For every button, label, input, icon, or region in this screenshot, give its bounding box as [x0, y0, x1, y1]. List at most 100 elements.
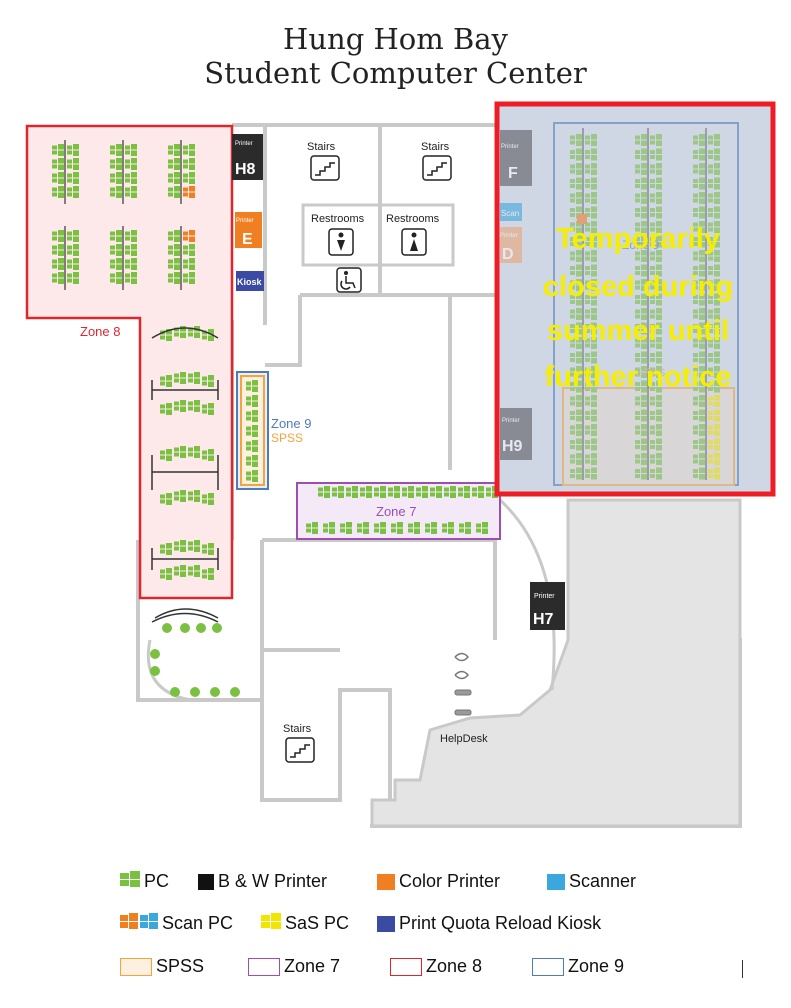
pc-icon [168, 244, 180, 256]
pc-icon [635, 366, 647, 378]
legend-sas-pc-label: SaS PC [285, 913, 350, 933]
pc-icon [183, 230, 195, 242]
pc-icon [388, 486, 400, 498]
pc-icon [125, 172, 137, 184]
zone-9-pc-cluster [570, 128, 720, 480]
pc-icon [635, 380, 647, 393]
pc-icon [202, 568, 214, 580]
pc-icon [708, 148, 720, 161]
pc-icon [202, 329, 214, 341]
pc-icon [168, 144, 180, 156]
pc-icon [635, 206, 647, 219]
pc-icon [585, 366, 597, 378]
pc-icon [635, 148, 647, 161]
pc-icon [650, 438, 662, 451]
legend-color-printer-label: Color Printer [399, 871, 501, 891]
pc-icon [306, 522, 318, 534]
pc-icon [570, 163, 582, 175]
pc-icon [391, 522, 403, 534]
printer-h7-code: H7 [533, 611, 554, 628]
pc-icon [120, 871, 140, 892]
printer-h7-caption: Printer [534, 593, 555, 600]
stairs-1-label: Stairs [307, 141, 336, 153]
pc-icon [708, 395, 720, 407]
printer-e-caption: Printer [236, 218, 254, 224]
pc-icon [459, 522, 471, 534]
pc-icon [635, 221, 647, 233]
pc-icon [693, 308, 705, 320]
pc-icon [174, 372, 186, 384]
pc-icon [183, 144, 195, 156]
pc-icon [110, 186, 122, 198]
apple-area-wall [146, 639, 262, 702]
pc-icon [708, 438, 720, 451]
pc-icon [318, 486, 330, 498]
pc-icon [188, 490, 200, 502]
apple-pc-icon [230, 687, 240, 697]
pc-icon [708, 409, 720, 422]
legend-kiosk-label: Print Quota Reload Kiosk [399, 913, 602, 933]
restrooms-1-label: Restrooms [311, 213, 365, 225]
pc-icon [444, 486, 456, 498]
legend-pc: PC [120, 871, 169, 892]
printer-h8 [232, 134, 263, 180]
pc-icon [188, 446, 200, 458]
legend-scan-pc-label: Scan PC [162, 913, 234, 933]
pc-icon [708, 235, 720, 248]
printer-f-code: F [508, 165, 518, 182]
pc-icon [570, 148, 582, 161]
sas-pc-icon [261, 913, 281, 934]
legend-bw-printer: B & W Printer [198, 871, 327, 892]
pc-icon [585, 279, 597, 291]
pc-icon [570, 380, 582, 393]
legend-scanner-label: Scanner [569, 871, 637, 891]
pc-icon [160, 449, 172, 461]
pc-icon [693, 235, 705, 248]
pc-icon [650, 279, 662, 291]
zone-7-swatch [248, 957, 280, 976]
pc-icon [708, 322, 720, 335]
pc-icon [693, 453, 705, 465]
pc-icon [708, 264, 720, 277]
pc-icon [635, 192, 647, 204]
bw-printer-swatch [198, 873, 214, 890]
pc-icon [110, 258, 122, 270]
pc-icon [708, 380, 720, 393]
pc-icon [585, 250, 597, 262]
closed-notice-line-3: summer until [547, 315, 729, 347]
pc-icon [202, 449, 214, 461]
pc-icon [693, 380, 705, 393]
zone-9-closed-label: Zone 9 [622, 238, 660, 252]
pc-icon [635, 322, 647, 335]
pc-icon [585, 467, 597, 480]
pc-icon [635, 279, 647, 291]
legend-pc-label: PC [144, 871, 170, 891]
color-printer-swatch [377, 873, 395, 890]
pc-icon [110, 172, 122, 184]
pc-icon [570, 438, 582, 451]
pc-icon [635, 250, 647, 262]
pc-icon [52, 172, 64, 184]
printer-e [235, 212, 262, 248]
pc-icon [110, 230, 122, 242]
pc-icon [585, 395, 597, 407]
pc-icon [650, 409, 662, 422]
zone-8-curved-tables [151, 327, 219, 623]
zone-8-area [25, 124, 234, 600]
divider-line [742, 960, 743, 978]
pc-icon [67, 158, 79, 170]
pc-icon [402, 486, 414, 498]
pc-icon [188, 540, 200, 552]
legend-spss-label: SPSS [156, 956, 205, 976]
pc-icon [570, 192, 582, 204]
pc-icon [708, 424, 720, 436]
pc-icon [570, 424, 582, 436]
map-title: Hung Hom Bay Student Computer Center [0, 22, 791, 90]
pc-icon [650, 424, 662, 436]
pc-icon [174, 565, 186, 577]
apple-pc-cluster [150, 623, 240, 697]
pc-icon [693, 206, 705, 219]
stairs-2-label: Stairs [421, 141, 450, 153]
pc-icon [585, 351, 597, 364]
scanner-swatch [547, 873, 565, 890]
